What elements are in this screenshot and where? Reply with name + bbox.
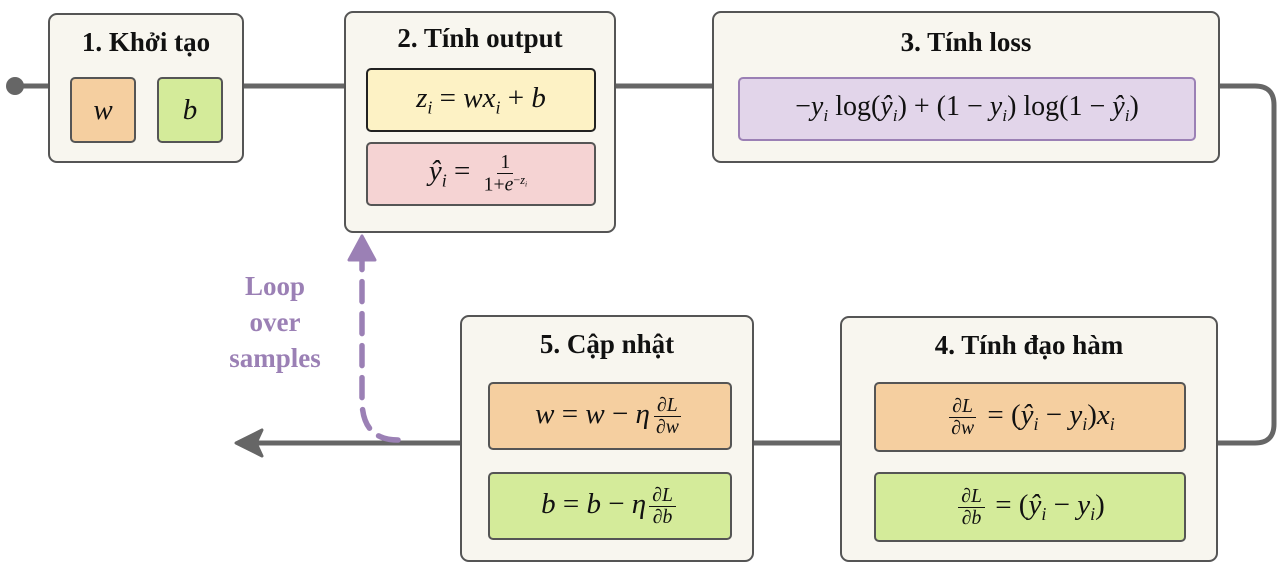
loop-arrow: [359, 255, 401, 443]
param-w: w: [70, 77, 136, 143]
loop-label: Loop over samples: [229, 271, 321, 373]
step-loss: 3. Tính loss −yi log(ŷi) + (1 − yi) log(…: [712, 11, 1220, 163]
formula-update-w: w = w − η∂L∂w: [488, 382, 732, 450]
formula-update-b: b = b − η∂L∂b: [488, 472, 732, 540]
step-initialize: 1. Khởi tạo w b: [48, 13, 244, 163]
step-title: 4. Tính đạo hàm: [934, 330, 1124, 360]
step-title: 3. Tính loss: [900, 27, 1032, 57]
step-title: 5. Cập nhật: [539, 329, 675, 359]
end-arrowhead: [234, 428, 264, 458]
param-b: b: [157, 77, 223, 143]
step-title: 2. Tính output: [397, 23, 563, 53]
start-dot: [6, 77, 24, 95]
step-update: 5. Cập nhật w = w − η∂L∂w b = b − η∂L∂b: [460, 315, 754, 562]
step-title: 1. Khởi tạo: [81, 27, 211, 57]
formula-grad-w: ∂L∂w = (ŷi − yi)xi: [874, 382, 1186, 452]
formula-loss: −yi log(ŷi) + (1 − yi) log(1 − ŷi): [738, 77, 1196, 141]
step-gradient: 4. Tính đạo hàm ∂L∂w = (ŷi − yi)xi ∂L∂b …: [840, 316, 1218, 562]
formula-linear: zi = wxi + b: [366, 68, 596, 132]
loop-arrowhead: [347, 234, 377, 262]
flow-line: [15, 83, 1277, 446]
formula-grad-b: ∂L∂b = (ŷi − yi): [874, 472, 1186, 542]
